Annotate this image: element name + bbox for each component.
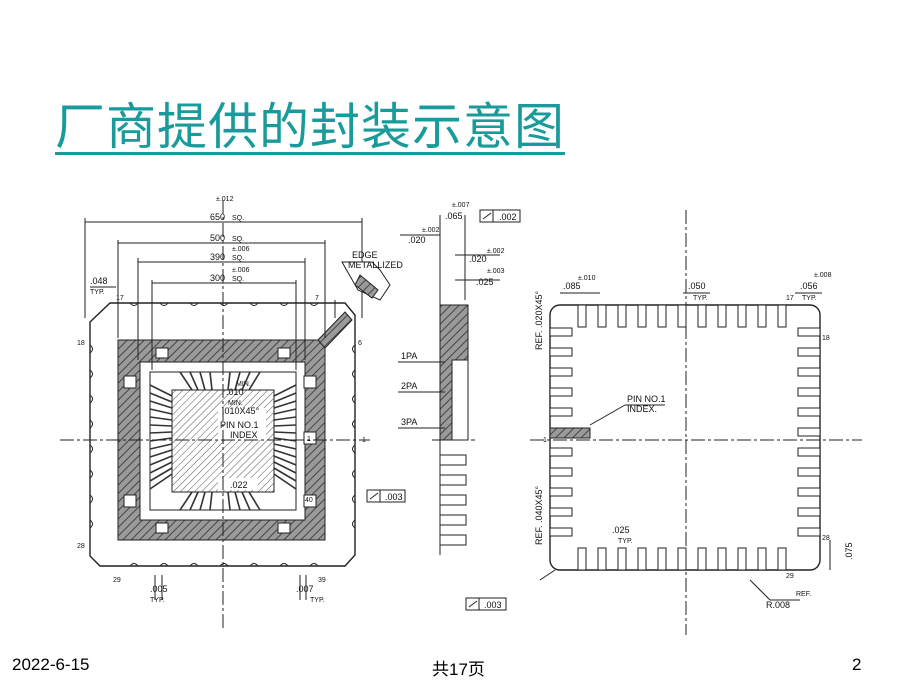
dim-022: .022 [230,480,248,490]
pin-17: 17 [786,295,794,302]
ref-040-label: REF. .040X45° [534,485,544,545]
dim-056: .056 [800,281,818,291]
flat-002: .002 [499,212,517,222]
dim-300-tol: ±.006 [232,267,250,274]
metallized-label: METALLIZED [348,260,403,270]
sq-label: SQ. [232,276,244,283]
pin-1: 1 [362,437,366,444]
r-008-label: R.008 [766,600,790,610]
slide-title: 厂商提供的封装示意图 [55,98,565,156]
dim-025: .025 [476,277,494,287]
chamfer-label: .010X45° [222,406,260,416]
typ-label: TYP. [618,538,633,545]
dim-390-tol: ±.006 [232,246,250,253]
side-view-labels: ±.007 .065 .002 ±.002 .020 ±.002 .020 ±.… [401,202,517,610]
pin-1: 1 [543,437,547,444]
pa3-label: 3PA [401,417,417,427]
footer-page-number: 2 [852,655,862,674]
ref-020-label: REF. .020X45° [534,290,544,350]
pin-17: 17 [116,295,124,302]
typ-label: TYP. [693,295,708,302]
dim-007: .007 [296,584,314,594]
pin-no1-label: PIN NO.1 [220,420,259,430]
sq-label: SQ. [232,236,244,243]
dim-300: 300 [210,273,225,283]
pa2-label: 2PA [401,381,417,391]
pa1-label: 1PA [401,351,417,361]
min-label: MIN. [236,381,251,388]
typ-label: TYP. [802,295,817,302]
dim-020a: .020 [408,235,426,245]
pin-29: 29 [786,573,794,580]
edge-label: EDGE [352,250,378,260]
pin-28: 28 [77,543,85,550]
pin-7: 7 [315,295,319,302]
pin-18: 18 [77,340,85,347]
dim-020b-tol: ±.002 [487,248,505,255]
typ-label: TYP. [90,289,105,296]
bottom-view-labels: ±.010 .085 .050 TYP. ±.008 .056 TYP. 17 … [534,272,854,610]
pin-1-inner: 1 [307,436,311,443]
side-view [398,209,521,611]
top-view [60,200,406,630]
footer-date: 2022-6-15 [12,655,90,674]
pin-no1-label: PIN NO.1 [627,394,666,404]
pin-29: 29 [113,577,121,584]
pin-28: 28 [822,535,830,542]
index-label: INDEX [230,430,258,440]
footer-total-pages: 共17页 [432,660,485,679]
dim-065: .065 [445,211,463,221]
dim-005: .005 [150,584,168,594]
dim-500: 500 [210,233,225,243]
typ-label: TYP. [310,597,325,604]
dim-085-tol: ±.010 [578,275,596,282]
dim-650-tol: ±.012 [216,196,234,203]
dim-010: .010 [226,387,244,397]
dim-020b: .020 [469,254,487,264]
bottom-view [530,210,862,635]
bottom-pads [549,304,821,571]
sq-label: SQ. [232,255,244,262]
dim-020a-tol: ±.002 [422,227,440,234]
min-label-2: MIN. [228,400,243,407]
flat-003-side: .003 [484,600,502,610]
dim-650: 650 [210,212,225,222]
dim-390: 390 [210,252,225,262]
pin-18: 18 [822,335,830,342]
dim-025-tol: ±.003 [487,268,505,275]
typ-label: TYP. [150,597,165,604]
dim-065-tol: ±.007 [452,202,470,209]
dim-056-tol: ±.008 [814,272,832,279]
pin-39: 39 [318,577,326,584]
dim-048: .048 [90,276,108,286]
dim-075: .075 [844,542,854,560]
dim-025: .025 [612,525,630,535]
dim-085: .085 [563,281,581,291]
ref-label: REF. [796,591,811,598]
pin-6: 6 [358,340,362,347]
dim-050: .050 [688,281,706,291]
flat-003: .003 [385,492,403,502]
index-label: INDEX. [627,404,657,414]
sq-label: SQ. [232,215,244,222]
top-view-labels: ±.012 650 SQ. 500 SQ. ±.006 390 SQ. ±.00… [77,196,403,604]
pin-40: 40 [305,497,313,504]
